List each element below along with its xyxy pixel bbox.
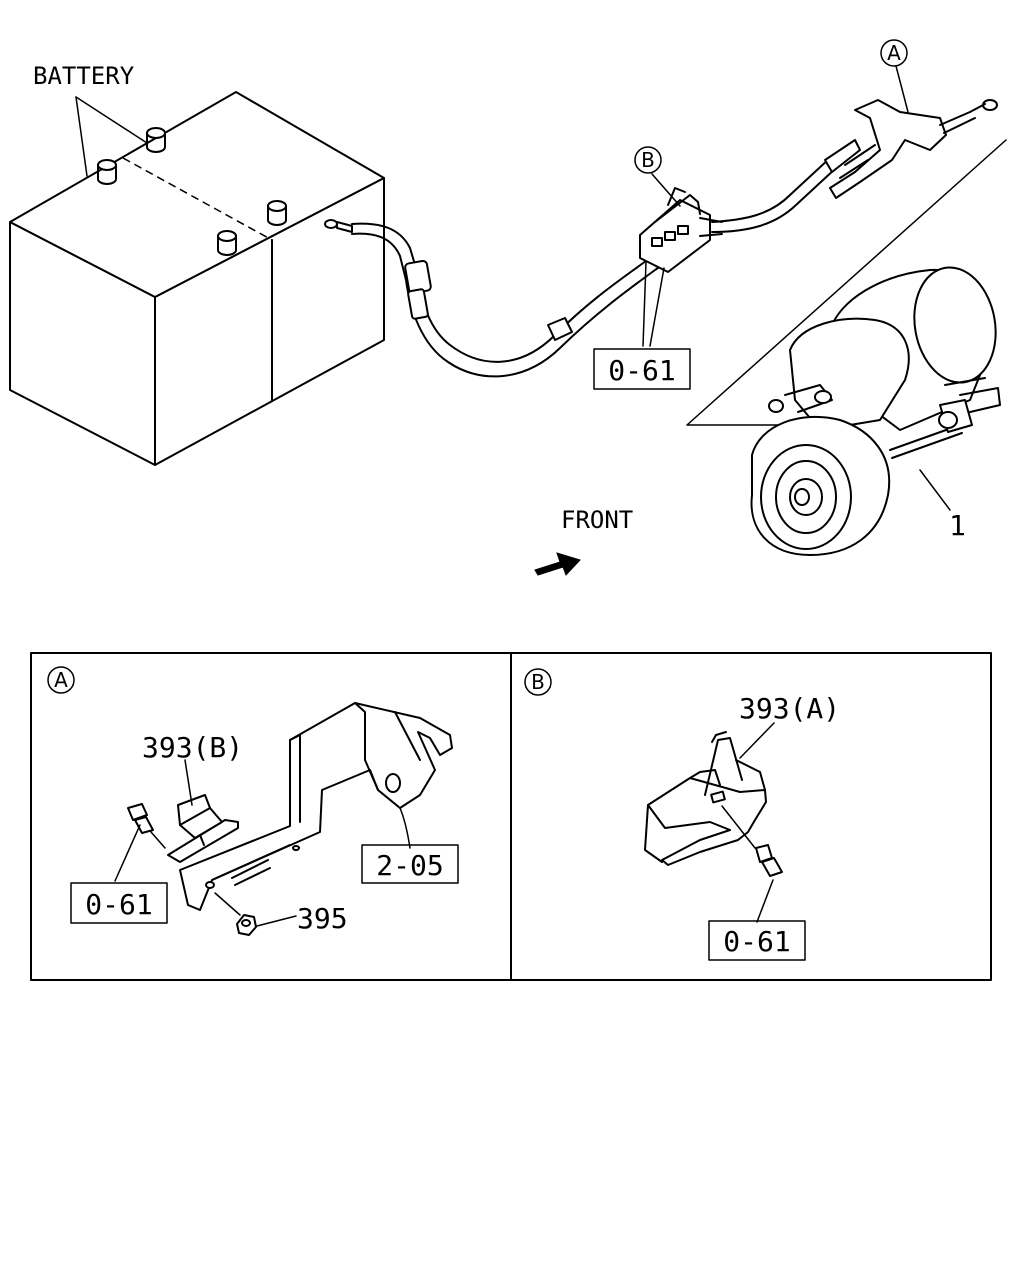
callout-a-main: A <box>880 39 908 67</box>
front-label: FRONT <box>561 506 633 534</box>
ref-box-0-61-detail-a: 0-61 <box>70 882 168 924</box>
battery <box>9 91 385 466</box>
battery-terminal <box>217 230 237 256</box>
battery-cable <box>324 157 837 378</box>
svg-text:2-05: 2-05 <box>376 849 443 882</box>
battery-terminal <box>97 159 117 185</box>
svg-text:0-61: 0-61 <box>608 354 675 387</box>
svg-text:B: B <box>641 148 655 172</box>
detail-b: B 393(A) 0-61 <box>524 668 840 961</box>
part-number-1: 1 <box>949 509 966 542</box>
callout-b-main: B <box>634 146 662 174</box>
svg-text:B: B <box>531 670 545 694</box>
front-arrow-icon <box>534 552 581 576</box>
ref-box-0-61-main: 0-61 <box>593 348 691 390</box>
part-395-label: 395 <box>297 902 348 935</box>
bracket-a-main <box>824 99 998 199</box>
bracket-b-main <box>639 187 723 273</box>
battery-terminal <box>146 127 166 153</box>
svg-text:0-61: 0-61 <box>85 888 152 921</box>
starter-motor <box>750 266 1001 556</box>
callout-a-detail: A <box>47 666 75 694</box>
svg-text:A: A <box>887 41 901 65</box>
part-393a-label: 393(A) <box>739 692 840 725</box>
ref-box-0-61-detail-b: 0-61 <box>708 920 806 961</box>
battery-label: BATTERY <box>33 62 135 90</box>
detail-a: A 393(B) 395 2-05 <box>47 666 459 936</box>
callout-b-detail: B <box>524 668 552 696</box>
ref-box-2-05: 2-05 <box>361 844 459 884</box>
part-393b-label: 393(B) <box>142 731 243 764</box>
battery-terminal <box>267 200 287 226</box>
svg-text:A: A <box>54 668 68 692</box>
svg-text:0-61: 0-61 <box>723 925 790 958</box>
